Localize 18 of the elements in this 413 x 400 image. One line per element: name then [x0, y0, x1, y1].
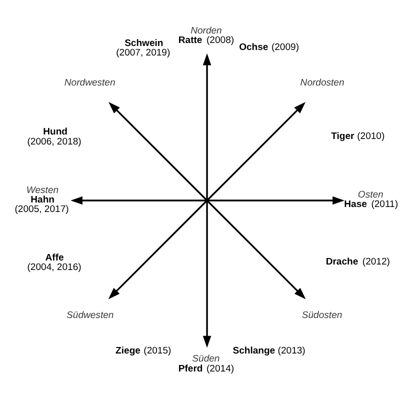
label: Schlange (2013): [232, 344, 306, 356]
node-text: Westen Hahn (2005, 2017): [14, 184, 69, 214]
label: Affe (2004, 2016): [27, 252, 82, 272]
node-text: Nordwesten: [64, 77, 116, 88]
node-text: Nordosten: [300, 77, 344, 88]
node-text: Südwesten: [66, 309, 114, 320]
label: Schwein (2007, 2019): [116, 37, 170, 58]
arrow: [202, 52, 212, 348]
node-text: Süden Pferd (2014): [178, 353, 234, 374]
label: Hund (2006, 2018): [27, 126, 82, 147]
label: Ochse (2009): [239, 42, 299, 53]
label: Tiger (2010): [331, 130, 385, 142]
label: Drache (2012): [326, 256, 390, 268]
arrow: [70, 196, 344, 204]
node-text: Norden Ratte (2008): [178, 24, 234, 46]
node-text: Osten Hase (2011): [344, 189, 398, 210]
label: Ziege (2015): [116, 344, 172, 356]
node-text: Südosten: [302, 309, 342, 320]
